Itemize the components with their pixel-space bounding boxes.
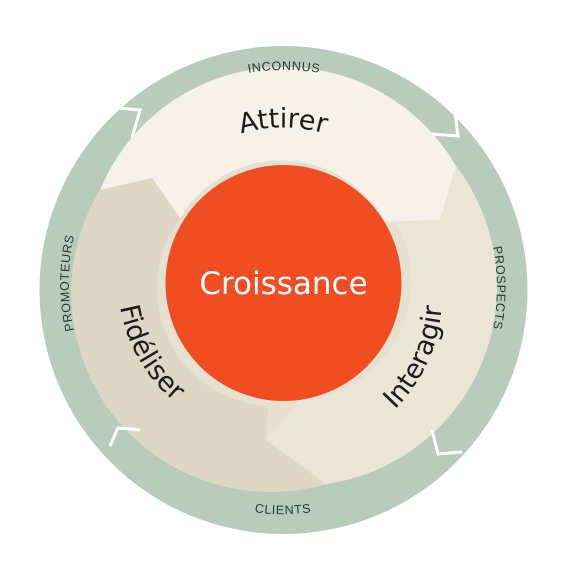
label-inconnus: INCONNUS (247, 59, 322, 76)
label-clients: CLIENTS (254, 501, 312, 517)
delight-segment (71, 178, 327, 492)
ring-arrow-bottom-right (430, 429, 463, 456)
ring-arrow-top-left (117, 106, 142, 139)
label-promoteurs: PROMOTEURS (58, 233, 77, 332)
engage-segment (266, 166, 497, 484)
center-label: Croissance (199, 266, 367, 302)
ring-arrow-bottom-left (108, 426, 141, 447)
label-prospects: PROSPECTS (490, 245, 508, 331)
attract-segment (100, 66, 456, 222)
ring-arrow-top-right (431, 111, 460, 138)
center-circle (165, 165, 402, 401)
